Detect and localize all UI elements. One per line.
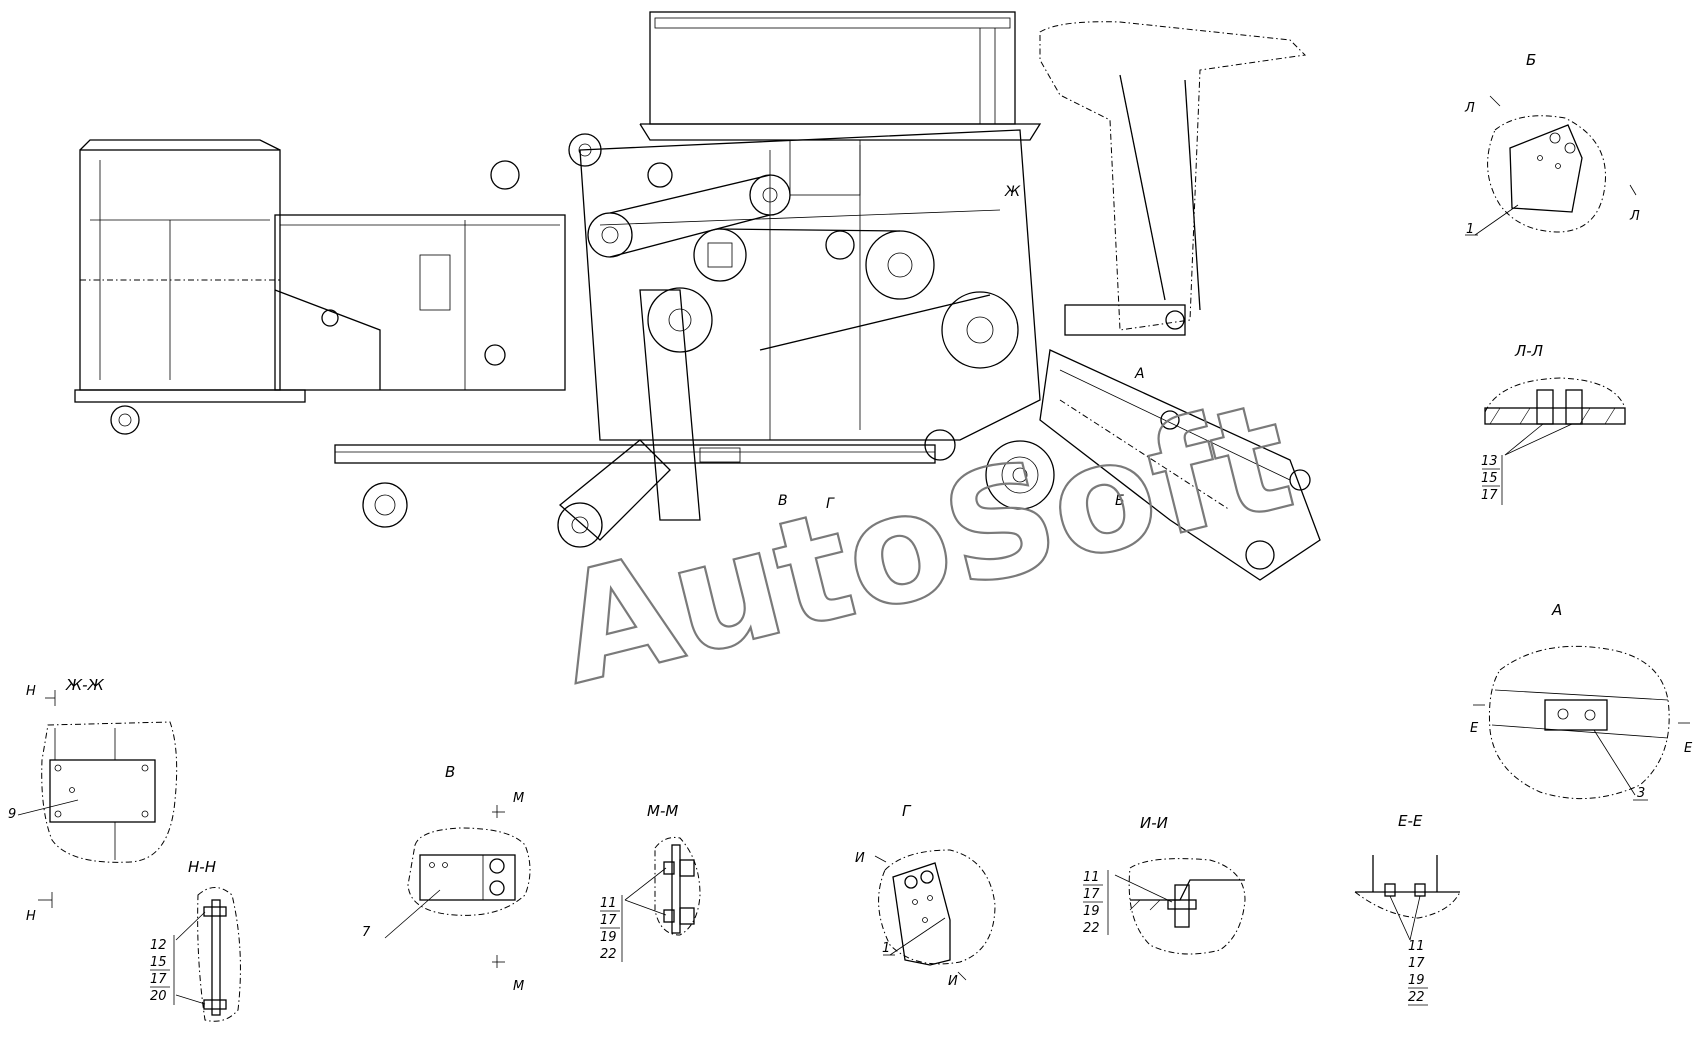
section-ee-part-11: 11 — [1408, 939, 1425, 954]
view-g-part-1: 1 — [882, 941, 890, 956]
section-ii: И-И 11 17 19 22 — [1083, 814, 1246, 955]
view-v-cut-top: М — [513, 791, 524, 806]
section-mm-part-11: 11 — [600, 896, 617, 911]
section-nn-title: Н-Н — [188, 858, 216, 876]
support-arm — [639, 289, 701, 521]
section-nn-part-12: 12 — [150, 938, 167, 953]
section-ee-part-17: 17 — [1408, 956, 1425, 971]
section-zhzh-part-9: 9 — [8, 807, 16, 822]
view-b-part-1: 1 — [1466, 222, 1474, 237]
section-nn-part-17: 17 — [150, 972, 167, 987]
view-a-cut-right: Е — [1684, 741, 1693, 756]
section-mm-part-17: 17 — [600, 913, 617, 928]
section-ee: Е-Е 11 17 19 22 — [1354, 812, 1461, 1006]
detail-view-g: Г 1 И И — [855, 802, 996, 989]
view-b-cut-bottom: Л — [1629, 209, 1640, 224]
detail-view-a: А Е Е 3 — [1470, 601, 1693, 801]
rear-chopper — [1039, 349, 1321, 581]
view-a-title: А — [1551, 601, 1562, 619]
section-mm: М-М 11 17 19 22 — [600, 802, 701, 962]
section-zhzh: Ж-Ж Н 9 Н — [8, 676, 178, 924]
section-ll-part-15: 15 — [1481, 471, 1498, 486]
marker-g: Г — [826, 496, 835, 512]
view-g-cut-bottom: И — [948, 974, 958, 989]
cab-outline — [1039, 21, 1307, 331]
section-zhzh-cut-top: Н — [26, 684, 36, 699]
rear-wheel-hub — [985, 440, 1055, 510]
section-mm-part-19: 19 — [600, 930, 617, 945]
view-g-title: Г — [902, 802, 912, 820]
watermark-text: AutoSoft — [542, 369, 1308, 718]
view-v-part-7: 7 — [362, 925, 371, 940]
detail-view-b: Б Л Л 1 — [1464, 51, 1640, 237]
view-b-title: Б — [1526, 51, 1536, 69]
marker-v: В — [778, 493, 788, 509]
marker-zh: Ж — [1004, 184, 1021, 200]
section-mm-part-22: 22 — [600, 947, 617, 962]
section-ii-part-22: 22 — [1083, 921, 1100, 936]
view-a-cut-left: Е — [1470, 721, 1479, 736]
marker-b: Б — [1115, 493, 1125, 509]
section-ll-part-17: 17 — [1481, 488, 1498, 503]
section-ll-title: Л-Л — [1514, 342, 1543, 360]
main-assembly-drawing: Ж А Б В Г — [74, 11, 1321, 581]
header-module — [79, 149, 281, 391]
section-ee-part-19: 19 — [1408, 973, 1425, 988]
section-ii-title: И-И — [1140, 814, 1168, 832]
section-ii-part-17: 17 — [1083, 887, 1100, 902]
threshing-body — [579, 129, 1041, 441]
grain-tank — [649, 11, 1016, 125]
detail-view-v: В 7 М М — [362, 763, 531, 994]
view-v-title: В — [445, 763, 455, 781]
view-a-part-3: 3 — [1637, 786, 1645, 801]
section-mm-title: М-М — [647, 802, 678, 820]
main-frame-rail — [334, 444, 936, 464]
section-nn-part-20: 20 — [150, 989, 167, 1004]
section-ll: Л-Л 13 15 17 — [1481, 342, 1626, 505]
view-g-cut-top: И — [855, 851, 865, 866]
section-nn: Н-Н 12 15 17 20 — [150, 858, 241, 1022]
section-ll-part-13: 13 — [1481, 454, 1498, 469]
section-ii-part-19: 19 — [1083, 904, 1100, 919]
view-v-cut-bottom: М — [513, 979, 524, 994]
view-b-cut-top: Л — [1464, 101, 1475, 116]
section-ee-title: Е-Е — [1398, 812, 1423, 830]
section-nn-part-15: 15 — [150, 955, 167, 970]
section-zhzh-cut-bottom: Н — [26, 909, 36, 924]
marker-a: А — [1134, 366, 1145, 382]
section-ee-part-22: 22 — [1408, 990, 1425, 1005]
front-wheel — [362, 482, 408, 528]
section-ii-part-11: 11 — [1083, 870, 1100, 885]
section-zhzh-title: Ж-Ж — [65, 676, 105, 694]
